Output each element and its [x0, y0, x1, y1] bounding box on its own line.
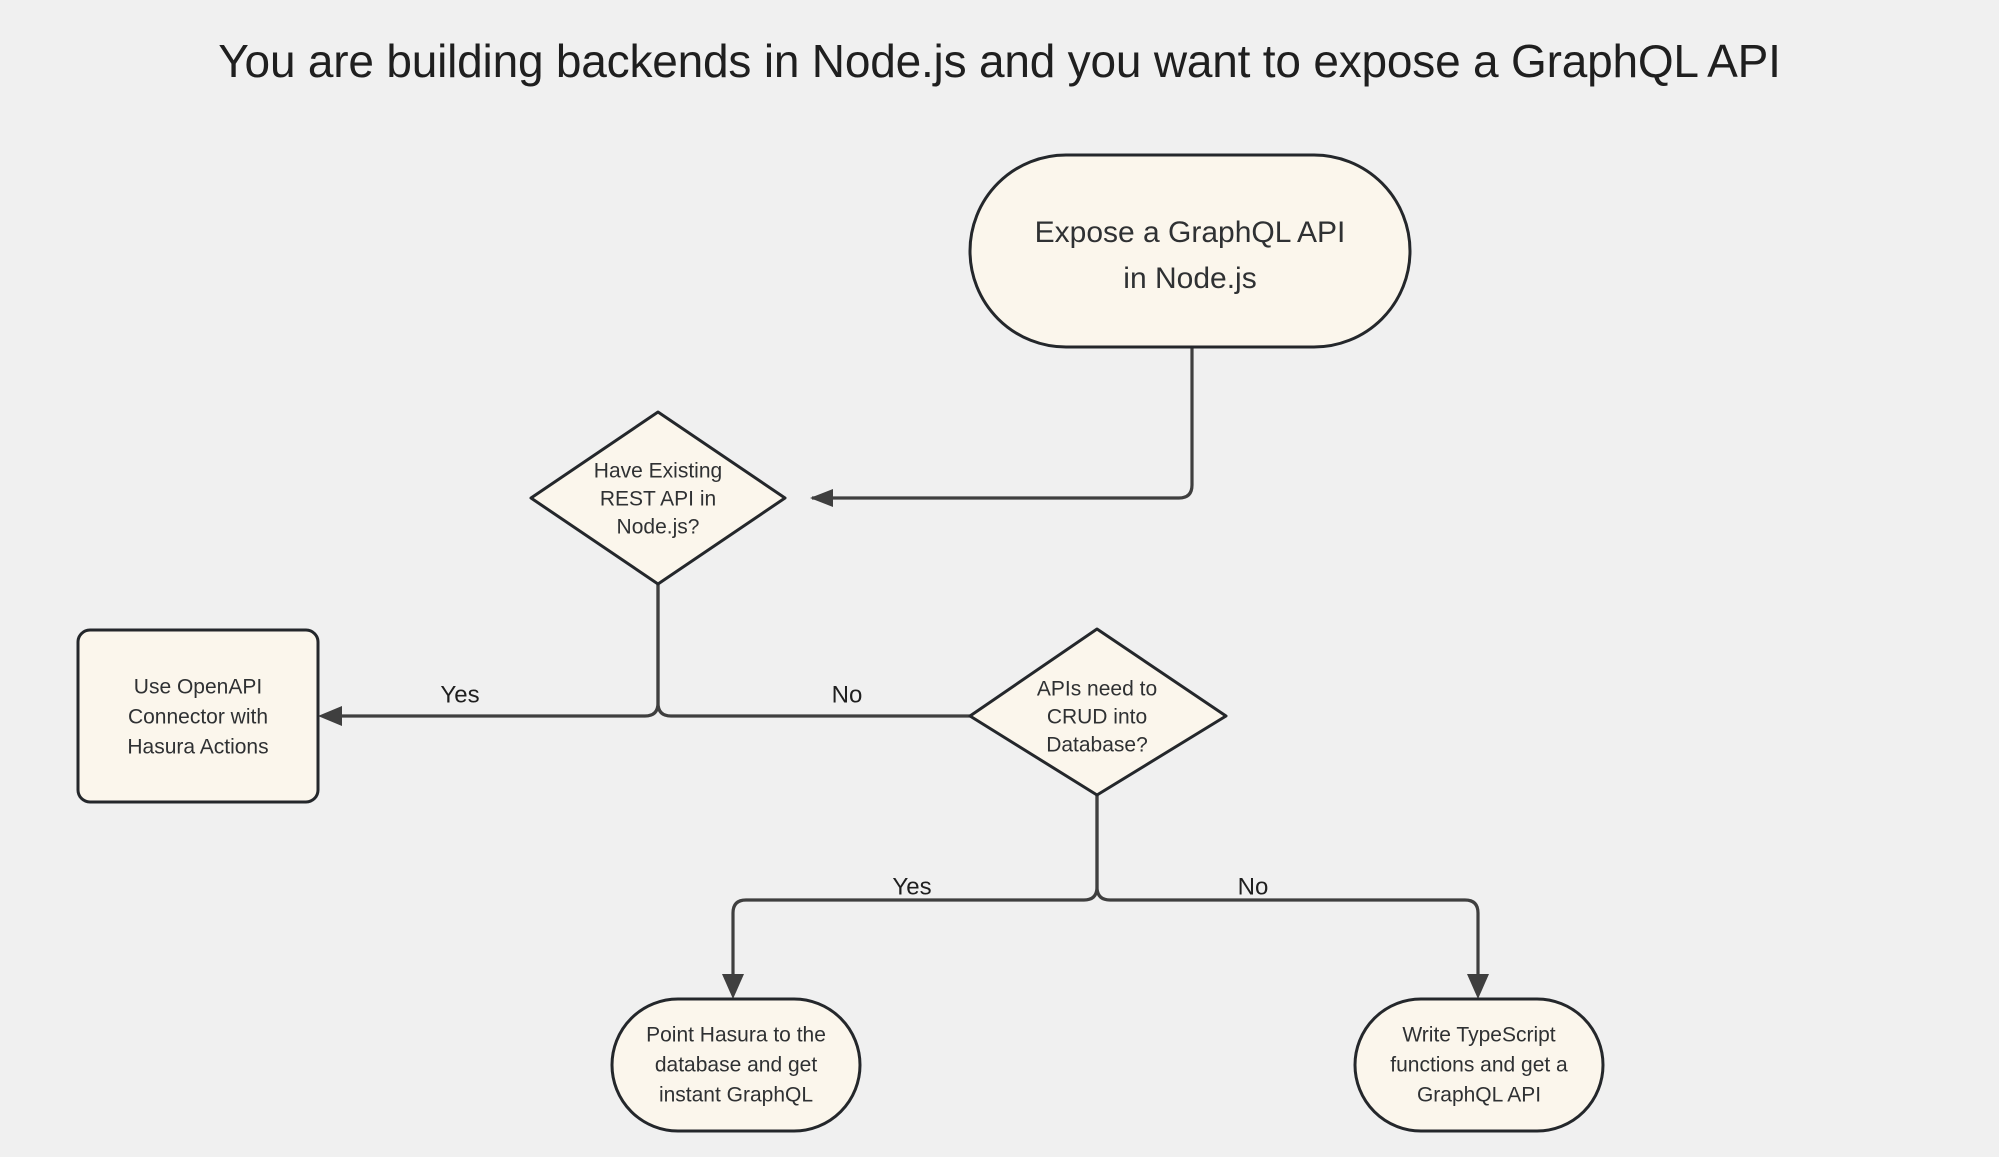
arrowhead-icon: [810, 489, 833, 507]
edge-label-no-2: No: [1238, 873, 1269, 900]
node-write-typescript-functions[interactable]: Write TypeScript functions and get a Gra…: [1353, 997, 1605, 1133]
node-shape-diamond: [529, 410, 787, 586]
edge-d2-to-typescript: No: [1095, 795, 1489, 999]
arrowhead-icon: [318, 706, 342, 726]
arrowhead-icon: [1467, 974, 1489, 999]
node-shape-stadium: [610, 997, 862, 1133]
node-shape-stadium: [1353, 997, 1605, 1133]
node-label-line-3: Hasura Actions: [127, 736, 268, 759]
node-label-line-1: Write TypeScript: [1402, 1024, 1555, 1047]
node-shape-rect: [76, 628, 320, 804]
node-label-line-3: Node.js?: [617, 516, 700, 539]
node-label-line-3: instant GraphQL: [659, 1084, 813, 1107]
edge-path: [330, 584, 660, 718]
node-label-line-1: Expose a GraphQL API: [1035, 216, 1346, 249]
edge-path: [1095, 795, 1480, 975]
node-label-line-2: Connector with: [128, 706, 268, 729]
node-point-hasura-to-database[interactable]: Point Hasura to the database and get ins…: [610, 997, 862, 1133]
node-apis-need-crud[interactable]: APIs need to CRUD into Database?: [968, 627, 1228, 797]
node-label-line-1: Point Hasura to the: [646, 1024, 826, 1047]
node-label-line-2: CRUD into: [1047, 706, 1147, 729]
edge-start-to-d1: [810, 345, 1194, 507]
edge-d1-to-d2: No: [656, 584, 972, 718]
node-label-line-1: APIs need to: [1037, 678, 1157, 701]
arrowhead-icon: [722, 974, 744, 999]
edge-label-yes-1: Yes: [440, 681, 479, 708]
edge-label-no-1: No: [832, 681, 863, 708]
node-label-line-2: in Node.js: [1123, 262, 1256, 295]
node-label-line-1: Use OpenAPI: [134, 676, 262, 699]
node-shape-diamond: [968, 627, 1228, 797]
edge-path: [812, 345, 1194, 500]
node-shape-stadium: [968, 153, 1412, 349]
page-title: You are building backends in Node.js and…: [218, 35, 1781, 87]
node-label-line-1: Have Existing: [594, 460, 722, 483]
node-expose-graphql-api[interactable]: Expose a GraphQL API in Node.js: [968, 153, 1412, 349]
node-use-openapi-connector[interactable]: Use OpenAPI Connector with Hasura Action…: [76, 628, 320, 804]
node-label-line-2: functions and get a: [1390, 1054, 1568, 1077]
node-have-existing-rest-api[interactable]: Have Existing REST API in Node.js?: [529, 410, 787, 586]
edge-d1-to-openapi: Yes: [318, 584, 660, 726]
edge-label-yes-2: Yes: [892, 873, 931, 900]
node-label-line-3: Database?: [1046, 734, 1148, 757]
edge-path: [656, 584, 972, 718]
node-label-line-2: REST API in: [600, 488, 716, 511]
edge-d2-to-hasura: Yes: [722, 795, 1099, 999]
node-label-line-2: database and get: [655, 1054, 817, 1077]
node-label-line-3: GraphQL API: [1417, 1084, 1541, 1107]
